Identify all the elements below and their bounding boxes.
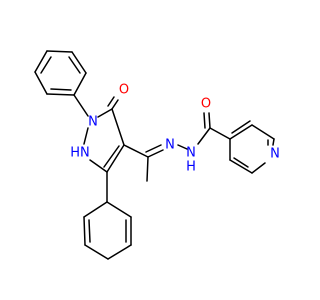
bond [233,157,249,168]
bond [34,50,48,73]
atom-label-ring-oxygen: O [119,83,129,98]
bond-layer [34,50,275,260]
atom-label-nh: HN [70,146,90,161]
bond [71,51,87,74]
bond [209,127,231,140]
bond [146,156,149,182]
bond [251,162,266,174]
bond [46,50,73,53]
bond [88,219,91,243]
bond [83,127,89,145]
atom-label-pyridine-n: N [270,147,280,162]
bond [203,112,206,129]
bond [231,120,251,134]
bond [147,149,164,158]
bond [272,138,275,146]
bond [145,144,162,153]
bond [197,127,211,145]
bond [229,124,253,140]
bond [111,99,119,110]
bond [68,56,81,74]
bond [97,108,113,118]
bond [103,145,120,168]
bond [106,201,132,218]
bond [40,56,52,74]
bond [229,159,253,174]
atom-label-layer: O N HN N N H O N [70,83,280,175]
molecule-structure: O N HN N N H O N [34,50,280,260]
bond [208,112,211,129]
atom-label-hydrazone-n: N [165,138,175,153]
bond [73,94,89,117]
atom-label-hydrazone-nh: N [186,146,196,161]
bond [107,96,115,107]
bond [89,159,108,173]
atom-label-hydrazone-h: H [186,160,196,175]
bond [46,93,75,96]
bond [34,71,48,95]
atom-label-amide-oxygen: O [201,97,211,112]
bond [50,88,72,91]
atom-label-n1: N [88,115,98,130]
bond [177,144,188,150]
bond [111,108,125,146]
bond [106,144,125,173]
bond [84,244,109,260]
bond [83,216,86,246]
bond [107,244,132,260]
bond [123,144,149,158]
bond [251,124,275,140]
bond [73,72,87,96]
bond [83,201,108,218]
